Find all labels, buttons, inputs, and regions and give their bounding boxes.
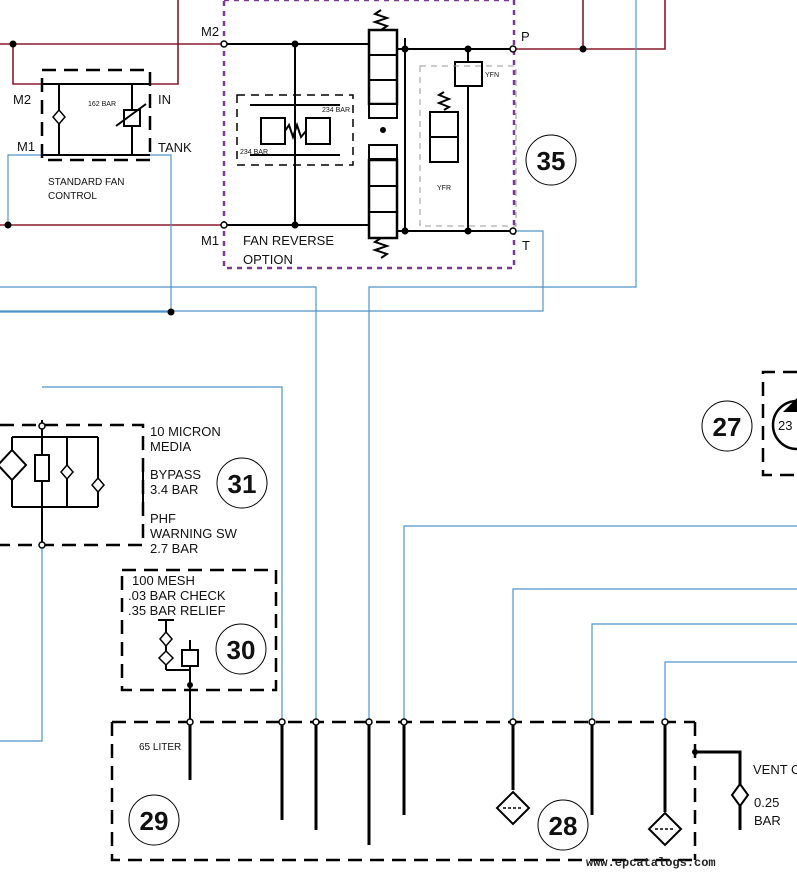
strainer-relief-icon — [181, 649, 199, 667]
pump-partial-label: 23 — [778, 418, 792, 433]
callout-30-circle — [215, 623, 267, 675]
callout-35-circle — [525, 134, 577, 186]
relief-valve-right-icon — [305, 117, 331, 145]
relief-right-setting: 234 BAR — [322, 107, 350, 114]
reservoir: 65 LITER 29 28 — [110, 718, 697, 862]
directional-valve-upper-icon — [367, 28, 399, 106]
port-t: T — [522, 238, 530, 253]
filter-line-3: BYPASS — [150, 467, 201, 482]
relief-left-setting: 234 BAR — [240, 149, 268, 156]
pump-icon — [771, 399, 797, 451]
relief-valve-left-icon — [260, 117, 286, 145]
vent-check: VENT C 0.25 BAR — [692, 749, 797, 830]
filter-line-5: PHF — [150, 511, 176, 526]
suction-strainer: 100 MESH .03 BAR CHECK .35 BAR RELIEF 30 — [120, 568, 278, 722]
port-m2: M2 — [201, 24, 219, 39]
strainer-icon — [157, 649, 175, 667]
filter-line-7: 2.7 BAR — [150, 541, 198, 556]
port-p: P — [521, 29, 530, 44]
filter-line-4: 3.4 BAR — [150, 482, 198, 497]
callout-28-circle — [537, 799, 589, 851]
callout-27: 27 — [713, 412, 742, 442]
port-m2-left: M2 — [13, 92, 31, 107]
directional-valve-lower-icon — [367, 158, 399, 240]
fan-reverse-option: 234 BAR 234 BAR YFN YFR — [201, 0, 587, 270]
filter-line-2: MEDIA — [150, 439, 192, 454]
fan-control-setting: 162 BAR — [88, 101, 116, 108]
bypass-check-icon — [60, 463, 74, 481]
pressure-switch-icon — [34, 454, 50, 482]
fan-reverse-label-1: FAN REVERSE — [243, 233, 334, 248]
solenoid-yfn-label: YFN — [485, 72, 499, 79]
vent-unit: BAR — [754, 813, 781, 828]
callout-30: 30 — [227, 635, 256, 665]
port-in: IN — [158, 92, 171, 107]
callout-31-circle — [216, 457, 268, 509]
drain-lines — [0, 0, 797, 742]
port-tank: TANK — [158, 140, 192, 155]
strainer-line-3: .35 BAR RELIEF — [128, 603, 226, 618]
callout-28: 28 — [549, 811, 578, 841]
fan-reverse-label-2: OPTION — [243, 252, 293, 267]
port-m1-left: M1 — [17, 139, 35, 154]
strainer-check-icon — [159, 630, 173, 648]
filter-line-1: 10 MICRON — [150, 424, 221, 439]
fan-control-label-1: STANDARD FAN — [48, 177, 125, 188]
callout-31: 31 — [228, 469, 257, 499]
solenoid-yfr-label: YFR — [437, 185, 451, 192]
standard-fan-control: 162 BAR M2 M1 IN TANK STANDARD FAN CONTR… — [4, 40, 192, 316]
check-valve-icon — [52, 108, 66, 126]
vent-pressure: 0.25 — [754, 795, 779, 810]
strainer-line-2: .03 BAR CHECK — [128, 588, 226, 603]
reservoir-volume: 65 LITER — [139, 742, 181, 753]
return-filter: 10 MICRON MEDIA BYPASS 3.4 BAR PHF WARNI… — [0, 420, 268, 556]
callout-27-circle — [701, 400, 753, 452]
strainer-line-1: 100 MESH — [132, 573, 195, 588]
port-m1: M1 — [201, 233, 219, 248]
watermark: www.epcatalogs.com — [586, 856, 716, 870]
fan-control-label-2: CONTROL — [48, 191, 97, 202]
callout-29-circle — [128, 794, 180, 846]
callout-29: 29 — [140, 806, 169, 836]
filter-line-6: WARNING SW — [150, 526, 238, 541]
filter-icon — [0, 448, 28, 482]
vent-check-icon — [730, 782, 750, 808]
relief-valve-icon — [123, 109, 141, 127]
callout-35: 35 — [537, 146, 566, 176]
pump: 23 27 — [701, 370, 797, 477]
vent-label: VENT C — [753, 762, 797, 777]
